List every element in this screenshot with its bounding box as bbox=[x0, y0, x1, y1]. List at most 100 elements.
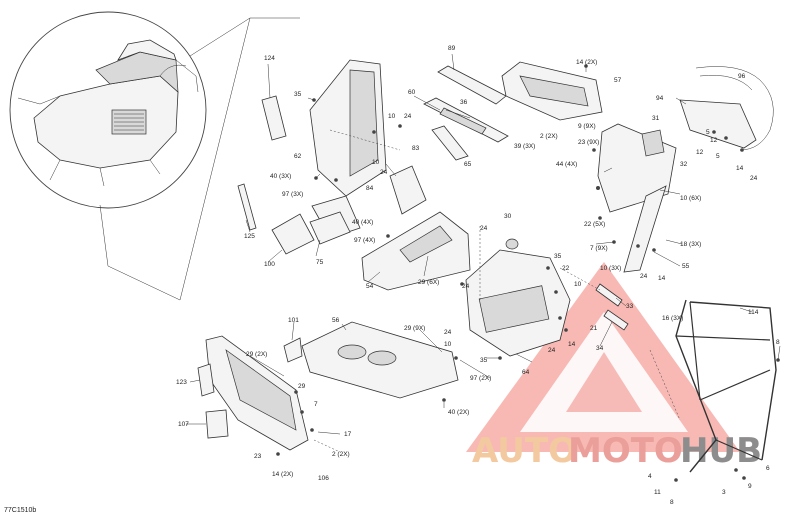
label-24-c: 24 bbox=[750, 175, 758, 182]
label-24-f: 24 bbox=[462, 283, 470, 290]
label-24-e: 24 bbox=[640, 273, 648, 280]
label-44-4x: 44 (4X) bbox=[556, 161, 577, 168]
part-31 bbox=[597, 123, 677, 213]
assembly-line-e bbox=[649, 349, 681, 421]
part-65 bbox=[431, 125, 469, 161]
label-123: 123 bbox=[176, 379, 187, 386]
label-5-b: 5 bbox=[716, 153, 720, 160]
label-6: 6 bbox=[766, 465, 770, 472]
label-18-3x: 18 (3X) bbox=[680, 241, 701, 248]
label-75: 75 bbox=[316, 259, 324, 266]
label-96: 96 bbox=[738, 73, 746, 80]
label-8-b: 8 bbox=[670, 499, 674, 506]
label-35-top: 35 bbox=[294, 91, 302, 98]
label-33: 33 bbox=[626, 303, 634, 310]
label-29-6x: 29 (6X) bbox=[418, 279, 439, 286]
callout-labels: 124 89 14 (2X) 57 96 35 60 36 94 10 24 3… bbox=[176, 45, 780, 506]
label-24-h: 24 bbox=[548, 347, 556, 354]
label-124: 124 bbox=[264, 55, 275, 62]
label-22-b: 22 bbox=[562, 265, 570, 272]
leader-lines bbox=[186, 53, 781, 435]
label-14-c2: 14 bbox=[658, 275, 666, 282]
label-125: 125 bbox=[244, 233, 255, 240]
label-12-b: 12 bbox=[696, 149, 704, 156]
part-89 bbox=[437, 65, 507, 105]
label-65: 65 bbox=[464, 161, 472, 168]
part-56-recess-a bbox=[337, 344, 367, 360]
part-36 bbox=[439, 107, 487, 135]
part-125 bbox=[237, 183, 257, 231]
label-11: 11 bbox=[654, 489, 661, 496]
watermark-text-hub: HUB bbox=[680, 431, 762, 471]
label-40-2x: 40 (2X) bbox=[448, 409, 469, 416]
inset-leader-top bbox=[189, 17, 251, 57]
label-34: 34 bbox=[596, 345, 604, 352]
label-35-mid: 35 bbox=[554, 253, 562, 260]
label-101: 101 bbox=[288, 317, 299, 324]
label-55: 55 bbox=[682, 263, 690, 270]
label-10-f: 10 bbox=[444, 341, 452, 348]
label-14-c: 14 bbox=[568, 341, 576, 348]
label-40-3x: 40 (3X) bbox=[270, 173, 291, 180]
label-10-6x: 10 (6X) bbox=[680, 195, 701, 202]
part-101 bbox=[283, 337, 303, 363]
label-16-3x: 16 (3X) bbox=[662, 315, 683, 322]
label-21: 21 bbox=[590, 325, 598, 332]
label-106: 106 bbox=[318, 475, 329, 482]
label-10-3x: 10 (3X) bbox=[600, 265, 621, 272]
label-14-b: 14 bbox=[736, 165, 744, 172]
label-3: 3 bbox=[722, 489, 726, 496]
label-30: 30 bbox=[504, 213, 512, 220]
label-17: 17 bbox=[344, 431, 352, 438]
label-4: 4 bbox=[648, 473, 652, 480]
label-97-3x: 97 (3X) bbox=[282, 191, 303, 198]
label-35-low: 35 bbox=[480, 357, 488, 364]
label-24-b: 24 bbox=[380, 169, 388, 176]
part-56-recess-b bbox=[367, 350, 397, 366]
label-5-a: 5 bbox=[706, 129, 710, 136]
label-9-9x: 9 (9X) bbox=[578, 123, 596, 130]
label-89: 89 bbox=[448, 45, 456, 52]
watermark-text-moto: MOTO bbox=[568, 431, 683, 471]
part-33 bbox=[595, 283, 623, 307]
label-22-5x: 22 (5X) bbox=[584, 221, 605, 228]
label-57: 57 bbox=[614, 77, 622, 84]
part-94 bbox=[679, 99, 757, 149]
assembly-line-a bbox=[329, 129, 401, 151]
label-2-2x: 2 (2X) bbox=[540, 133, 558, 140]
label-7-b: 7 bbox=[314, 401, 318, 408]
watermark-logo: AUTO MOTO HUB bbox=[466, 262, 762, 471]
label-107: 107 bbox=[178, 421, 189, 428]
label-31: 31 bbox=[652, 115, 660, 122]
label-97-4x: 97 (4X) bbox=[354, 237, 375, 244]
overview-inset bbox=[9, 11, 300, 301]
label-97-2x: 97 (2X) bbox=[470, 375, 491, 382]
part-123 bbox=[197, 363, 215, 397]
part-34 bbox=[603, 309, 629, 331]
parts-group bbox=[197, 59, 780, 482]
part-124 bbox=[261, 95, 287, 141]
part-107 bbox=[205, 409, 229, 439]
part-62-inner bbox=[349, 69, 379, 177]
label-7-9x: 7 (9X) bbox=[590, 245, 608, 252]
part-106-ribs bbox=[225, 349, 297, 431]
label-23-b: 23 bbox=[254, 453, 262, 460]
label-10-a: 10 bbox=[388, 113, 396, 120]
label-14-2x-b: 14 (2X) bbox=[272, 471, 293, 478]
label-114: 114 bbox=[748, 309, 759, 316]
label-100: 100 bbox=[264, 261, 275, 268]
part-54-inner bbox=[399, 225, 453, 263]
label-84: 84 bbox=[366, 185, 374, 192]
watermark-text-auto: AUTO bbox=[472, 431, 577, 471]
label-40-4x: 40 (4X) bbox=[352, 219, 373, 226]
label-36: 36 bbox=[460, 99, 468, 106]
label-29-d: 29 bbox=[298, 383, 306, 390]
part-57-detail bbox=[519, 75, 589, 107]
label-62: 62 bbox=[294, 153, 302, 160]
part-32 bbox=[641, 129, 665, 157]
label-24-a: 24 bbox=[404, 113, 412, 120]
label-8: 8 bbox=[776, 339, 780, 346]
part-75 bbox=[309, 211, 351, 245]
part-114-frame bbox=[675, 299, 777, 473]
part-96-harness-b bbox=[699, 75, 753, 91]
